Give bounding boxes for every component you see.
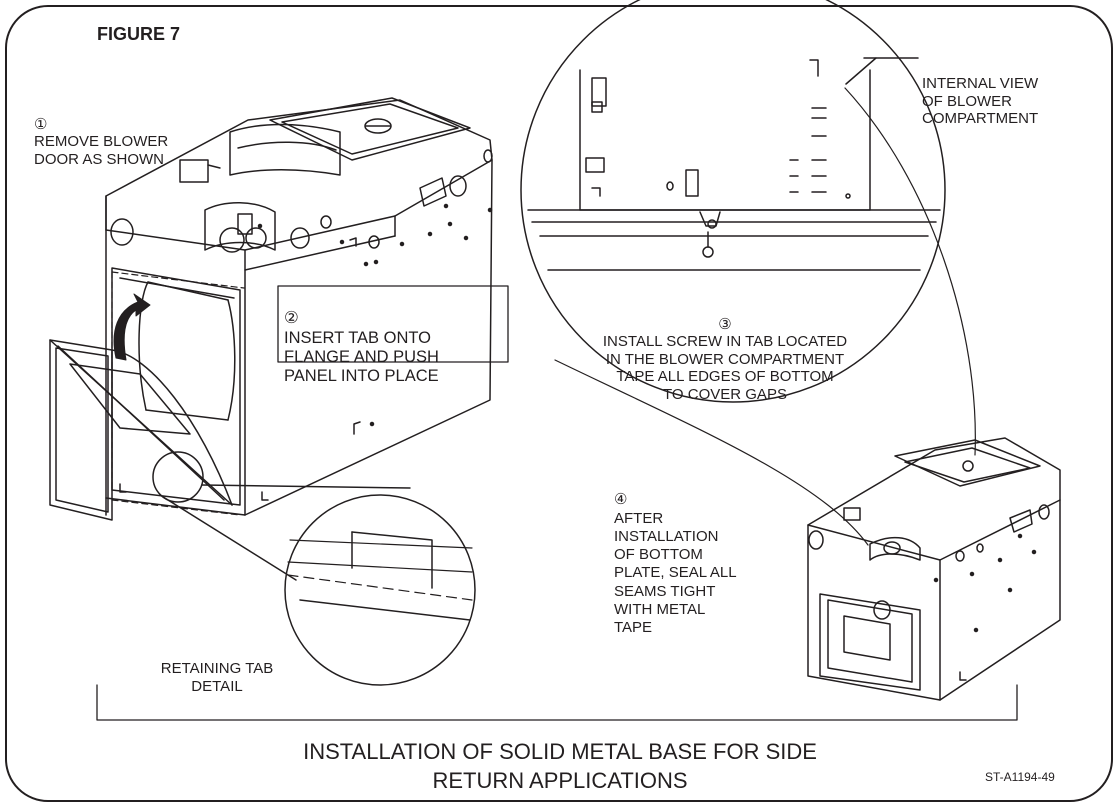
- step2-marker: ②: [284, 309, 299, 328]
- baseline-bracket: [96, 684, 1018, 721]
- step3-text: INSTALL SCREW IN TAB LOCATED IN THE BLOW…: [602, 333, 848, 403]
- figure-label: FIGURE 7: [97, 24, 181, 44]
- figure-title: INSTALLATION OF SOLID METAL BASE FOR SID…: [303, 739, 817, 793]
- connector-curve-outer: [844, 87, 976, 456]
- step3-marker: ③: [718, 315, 732, 333]
- curved-arrow: [113, 293, 151, 361]
- drawing-number: ST-A1194-49: [985, 770, 1055, 784]
- step1-marker: ①: [34, 115, 48, 133]
- retaining-tab-label: RETAINING TAB DETAIL: [160, 660, 274, 695]
- internal-view-label: INTERNAL VIEW OF BLOWER COMPARTMENT: [922, 75, 1039, 128]
- step1-text: REMOVE BLOWER DOOR AS SHOWN: [34, 133, 169, 168]
- connector-curve-inner: [554, 359, 869, 546]
- small-furnace-illustration: [807, 437, 1061, 701]
- step2-text: INSERT TAB ONTO FLANGE AND PUSH PANEL IN…: [284, 328, 439, 386]
- step4-marker: ④: [614, 491, 628, 509]
- figure-border: [5, 5, 1113, 802]
- step4-label: ④ AFTER INSTALLATION OF BOTTOM PLATE, SE…: [614, 473, 737, 638]
- step4-text: AFTER INSTALLATION OF BOTTOM PLATE, SEAL…: [614, 509, 737, 637]
- step3-label: ③ INSTALL SCREW IN TAB LOCATED IN THE BL…: [560, 298, 890, 403]
- step1-label: ① REMOVE BLOWER DOOR AS SHOWN: [34, 98, 168, 168]
- retaining-tab-detail: [152, 451, 476, 686]
- step2-box: [277, 285, 509, 363]
- blower-door-panel: [49, 339, 233, 521]
- internal-view-detail: [520, 0, 946, 403]
- step2-label: ② INSERT TAB ONTO FLANGE AND PUSH PANEL …: [284, 290, 439, 386]
